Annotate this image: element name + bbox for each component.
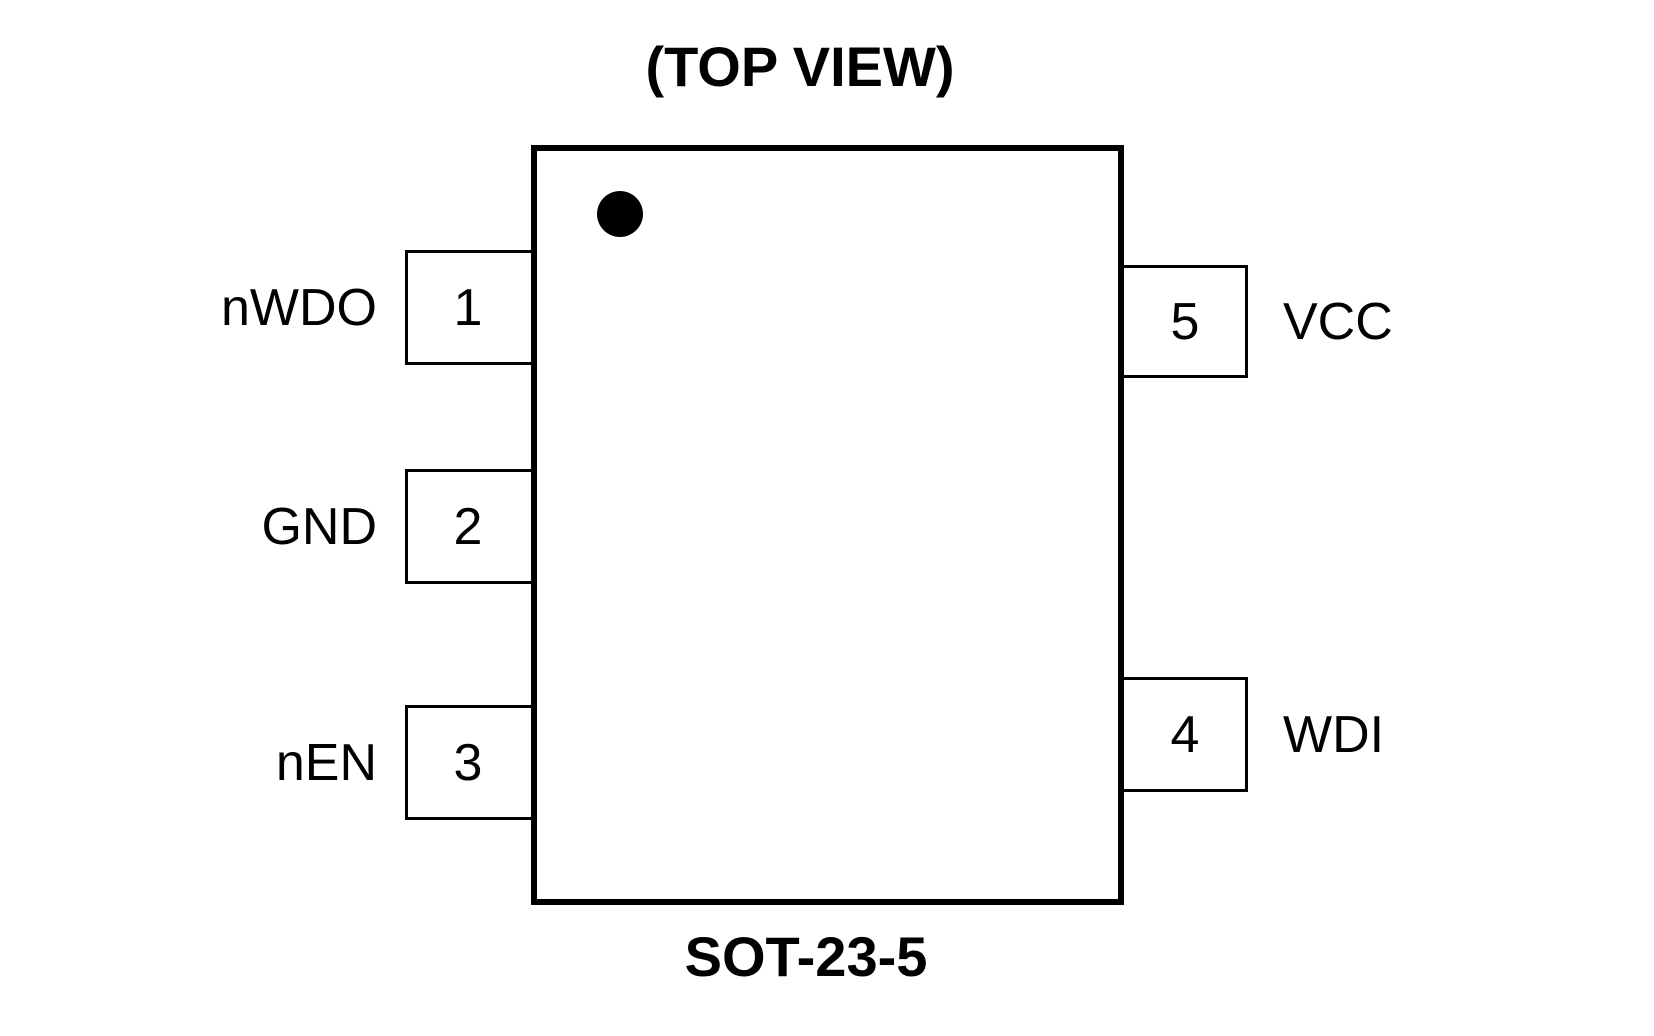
pin-label-wdi: WDI xyxy=(1283,677,1583,792)
pin-label-nen: nEN xyxy=(120,705,377,820)
pin1-dot-icon xyxy=(597,191,643,237)
ic-body xyxy=(531,145,1124,905)
pin-label-nwdo: nWDO xyxy=(120,250,377,365)
pin-box-1: 1 xyxy=(405,250,537,365)
pin-number-3: 3 xyxy=(453,733,483,792)
pin-number-5: 5 xyxy=(1170,292,1200,351)
pin-name-5: VCC xyxy=(1283,292,1393,351)
pin-box-2: 2 xyxy=(405,469,537,584)
pin-box-3: 3 xyxy=(405,705,537,820)
pin-name-4: WDI xyxy=(1283,705,1385,764)
figure-title: (TOP VIEW) xyxy=(645,35,955,98)
pin-number-4: 4 xyxy=(1170,705,1200,764)
pin-box-5: 5 xyxy=(1116,265,1248,378)
pin-name-2: GND xyxy=(261,497,377,556)
package-name-label: SOT-23-5 xyxy=(684,925,928,988)
pin-number-2: 2 xyxy=(453,497,483,556)
pin-label-vcc: VCC xyxy=(1283,265,1583,378)
pin-label-gnd: GND xyxy=(120,469,377,584)
pin-box-4: 4 xyxy=(1116,677,1248,792)
pin-name-1: nWDO xyxy=(221,278,377,337)
pin-name-3: nEN xyxy=(275,733,377,792)
pin-number-1: 1 xyxy=(453,278,483,337)
